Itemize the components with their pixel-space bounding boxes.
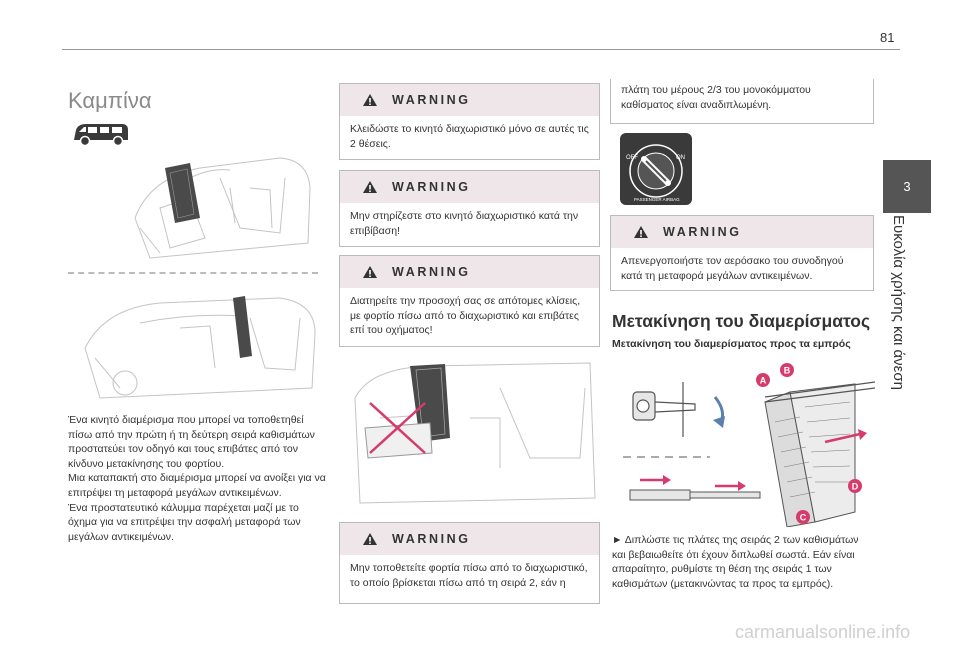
warning-title: WARNING: [663, 225, 742, 239]
warning-header: WARNING: [340, 171, 599, 203]
warning-triangle-icon: [363, 94, 377, 106]
left-paragraph: Ένα κινητό διαμέρισμα που μπορεί να τοπο…: [68, 414, 315, 470]
warning-text: Απενεργοποιήστε τον αερόσακο του συνοδηγ…: [621, 255, 844, 282]
page-number: 81: [880, 30, 895, 45]
partition-row2-illustration: [84, 296, 316, 399]
van-icon: [74, 124, 128, 147]
continued-text: πλάτη του μέρους 2/3 του μονοκόμματου κα…: [621, 84, 811, 111]
warning-box: WARNING Μην τοποθετείτε φορτία πίσω από …: [339, 522, 600, 604]
warning-text: Μην στηρίζεστε στο κινητό διαχωριστικό κ…: [350, 210, 579, 237]
callout-b: B: [784, 366, 791, 376]
warning-continuation-box: πλάτη του μέρους 2/3 του μονοκόμματου κα…: [610, 79, 874, 124]
warning-text: Διατηρείτε την προσοχή σας σε απότομες κ…: [350, 295, 581, 337]
warning-triangle-icon: [634, 226, 648, 238]
section-subheading: Μετακίνηση του διαμερίσματος προς τα εμπ…: [612, 338, 851, 350]
warning-box: WARNING Μην στηρίζεστε στο κινητό διαχωρ…: [339, 170, 600, 247]
watermark: carmanualsonline.info: [735, 622, 911, 642]
left-paragraph: Ένα προστατευτικό κάλυμμα παρέχεται μαζί…: [68, 501, 301, 543]
warning-header: WARNING: [340, 256, 599, 288]
warning-box: WARNING Απενεργοποιήστε τον αερόσακο του…: [610, 215, 874, 291]
warning-triangle-icon: [363, 181, 377, 193]
bullet-arrow-icon: ►: [612, 534, 623, 546]
cargo-forbidden-illustration: [354, 362, 596, 504]
section-title: Καμπίνα: [68, 88, 152, 113]
callout-a: A: [760, 376, 767, 386]
header-rule: [62, 49, 900, 50]
chapter-tab[interactable]: 3: [883, 160, 931, 213]
passenger-airbag-switch-icon: OFF ON PASSENGER AIRBAG: [620, 133, 692, 205]
airbag-off-label: OFF: [626, 155, 638, 161]
warning-header: WARNING: [340, 84, 599, 116]
warning-text: Μην τοποθετείτε φορτία πίσω από το διαχω…: [350, 562, 588, 589]
warning-header: WARNING: [340, 523, 599, 555]
callout-d: D: [852, 482, 859, 492]
warning-text: Κλειδώστε το κινητό διαχωριστικό μόνο σε…: [350, 123, 589, 150]
warning-triangle-icon: [363, 266, 377, 278]
callout-c: C: [800, 513, 807, 523]
airbag-ring-label: PASSENGER AIRBAG: [634, 197, 680, 202]
section-heading: Μετακίνηση του διαμερίσματος: [612, 311, 871, 331]
warning-title: WARNING: [392, 180, 471, 194]
divider-dashed: [68, 272, 318, 274]
warning-box: WARNING Διατηρείτε την προσοχή σας σε απ…: [339, 255, 600, 347]
warning-header: WARNING: [611, 216, 873, 248]
partition-move-forward-illustration: A B C D: [623, 363, 875, 527]
warning-title: WARNING: [392, 93, 471, 107]
left-paragraph: Μια καταπακτή στο διαμέρισμα μπορεί να α…: [68, 472, 326, 499]
warning-title: WARNING: [392, 532, 471, 546]
instruction: ► Διπλώστε τις πλάτες της σειράς 2 των κ…: [612, 533, 874, 591]
left-body: Ένα κινητό διαμέρισμα που μπορεί να τοπο…: [68, 413, 330, 544]
airbag-on-label: ON: [676, 155, 685, 161]
instruction-text: Διπλώστε τις πλάτες της σειράς 2 των καθ…: [612, 534, 859, 590]
chapter-label-text: Ευκολία χρήσης και άνεση: [890, 215, 907, 390]
warning-triangle-icon: [363, 533, 377, 545]
warning-box: WARNING Κλειδώστε το κινητό διαχωριστικό…: [339, 83, 600, 160]
chapter-label: Ευκολία χρήσης και άνεση: [889, 215, 925, 455]
partition-row1-illustration: [134, 157, 311, 259]
warning-title: WARNING: [392, 265, 471, 279]
